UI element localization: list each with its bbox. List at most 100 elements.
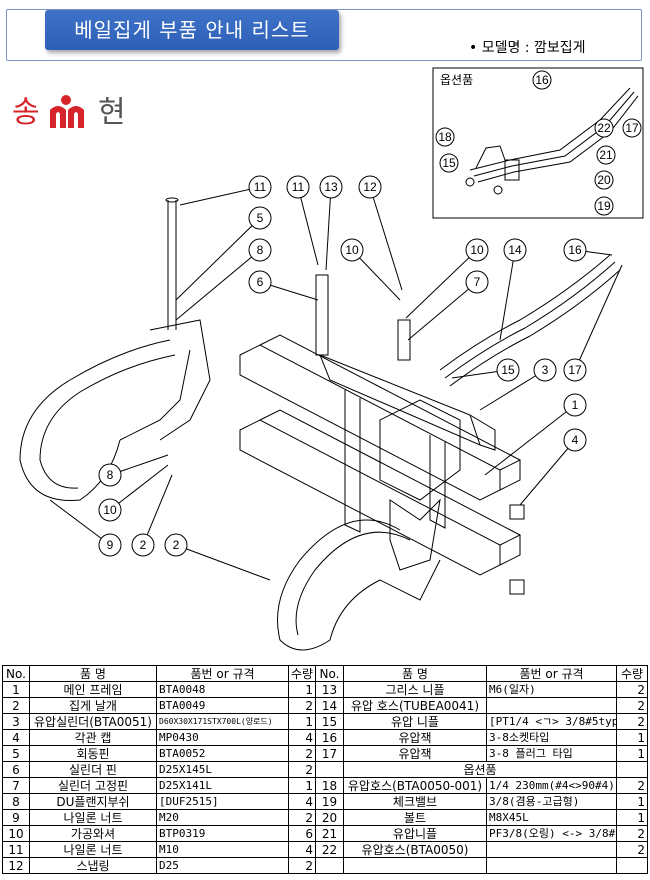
- table-row: 4 각관 캡 MP0430 4 16 유압잭 3-8소켓타입 1: [2, 729, 648, 746]
- callout-3: 3: [542, 363, 549, 377]
- callout-10a: 10: [345, 243, 359, 257]
- cell-no: 1: [2, 681, 30, 698]
- cell-no: 20: [315, 809, 344, 826]
- cell-name: 유압호스(BTA0050-001): [343, 777, 487, 794]
- cell-name: 유압 니플: [343, 713, 487, 730]
- cell-no: 6: [2, 761, 30, 778]
- cell-no: 3: [2, 713, 30, 730]
- callout-11a: 11: [254, 180, 267, 194]
- cell-qty: 2: [616, 697, 648, 714]
- table-row: 2 집게 날개 BTA0049 2 14 유압 호스(TUBEA0041) 2: [2, 697, 648, 714]
- opt-callout-21: 21: [599, 148, 613, 162]
- parts-table: No. 품 명 품번 or 규격 수량 No. 품 명 품번 or 규격 수량 …: [2, 665, 648, 874]
- table-row: 9 나일론 너트 M20 2 20 볼트 M8X45L 1: [2, 809, 648, 826]
- cell-code: M6(일자): [486, 681, 617, 698]
- header-code-left: 품번 or 규격: [156, 665, 289, 682]
- cell-name: 가공와셔: [29, 825, 157, 842]
- callout-5: 5: [257, 211, 264, 225]
- cell-code: M20: [156, 809, 289, 826]
- header-no-left: No.: [2, 665, 30, 682]
- callout-10b: 10: [470, 243, 484, 257]
- cell-qty: 1: [616, 729, 648, 746]
- cell-qty: 4: [288, 729, 316, 746]
- cell-no: 15: [315, 713, 344, 730]
- callout-8a: 8: [257, 243, 264, 257]
- cell-name: 유압호스(BTA0050): [343, 841, 487, 858]
- cell-qty: 1: [616, 809, 648, 826]
- cell-name: 체크밸브: [343, 793, 487, 810]
- header-no-right: No.: [315, 665, 344, 682]
- cell-qty: [616, 857, 648, 874]
- callout-11b: 11: [292, 180, 305, 194]
- cell-no: 4: [2, 729, 30, 746]
- cell-code: BTA0049: [156, 697, 289, 714]
- cell-code: D60X30X171STX700L(양로드): [156, 713, 289, 730]
- cell-name: 실린더 고정핀: [29, 777, 157, 794]
- cell-no: 18: [315, 777, 344, 794]
- cell-code: BTP0319: [156, 825, 289, 842]
- cell-no: 7: [2, 777, 30, 794]
- cell-no: 8: [2, 793, 30, 810]
- header-qty-left: 수량: [288, 665, 316, 682]
- callout-13: 13: [324, 180, 338, 194]
- table-row: 12 스냅링 D25 2: [2, 857, 648, 874]
- cell-no: 14: [315, 697, 344, 714]
- cell-qty: 4: [288, 841, 316, 858]
- cell-no: 13: [315, 681, 344, 698]
- cell-qty: 2: [288, 809, 316, 826]
- cell-no: 2: [2, 697, 30, 714]
- callout-2b: 2: [173, 538, 180, 552]
- cell-no: 10: [2, 825, 30, 842]
- cell-name: 메인 프레임: [29, 681, 157, 698]
- opt-callout-16: 16: [535, 73, 549, 87]
- table-header-row: No. 품 명 품번 or 규격 수량 No. 품 명 품번 or 규격 수량: [2, 665, 648, 682]
- cell-name: 유압잭: [343, 729, 487, 746]
- table-row: 3 유압실린더(BTA0051) D60X30X171STX700L(양로드) …: [2, 713, 648, 730]
- cell-name: 유압잭: [343, 745, 487, 762]
- option-box: [432, 67, 644, 219]
- table-row: 6 실린더 핀 D25X145L 2 옵션품: [2, 761, 648, 778]
- cell-qty: 4: [288, 793, 316, 810]
- option-section-label: 옵션품: [343, 761, 617, 778]
- opt-callout-17: 17: [625, 121, 639, 135]
- cell-code: 3-8소켓타입: [486, 729, 617, 746]
- cell-code: M10: [156, 841, 289, 858]
- cell-name: 그리스 니플: [343, 681, 487, 698]
- callout-10c: 10: [103, 503, 117, 517]
- cell-name: 나일론 너트: [29, 841, 157, 858]
- opt-callout-22: 22: [597, 121, 611, 135]
- option-callouts: 16 22 17 18 15 21 20 19: [435, 70, 642, 216]
- cell-name: 유압 호스(TUBEA0041): [343, 697, 487, 714]
- logo-mark-icon: [50, 95, 84, 128]
- cell-code: M8X45L: [486, 809, 617, 826]
- callout-16: 16: [568, 243, 582, 257]
- cell-qty: 6: [288, 825, 316, 842]
- header-qty-right: 수량: [616, 665, 648, 682]
- cell-code: [486, 841, 617, 858]
- cell-qty: 1: [288, 777, 316, 794]
- callout-9: 2: [140, 538, 147, 552]
- option-label: 옵션품: [440, 73, 473, 87]
- company-logo: 송 현: [12, 95, 126, 130]
- cell-no: 22: [315, 841, 344, 858]
- cell-qty: 2: [288, 697, 316, 714]
- cell-no: [315, 857, 344, 874]
- table-row: 1 메인 프레임 BTA0048 1 13 그리스 니플 M6(일자) 2: [2, 681, 648, 698]
- cell-name: 각관 캡: [29, 729, 157, 746]
- cell-code: [DUF2515]: [156, 793, 289, 810]
- cell-qty: [616, 761, 648, 778]
- cell-qty: 2: [616, 681, 648, 698]
- cell-no: 19: [315, 793, 344, 810]
- callout-8b: 8: [107, 468, 114, 482]
- cell-code: D25X145L: [156, 761, 289, 778]
- cell-code: 3/8(겸용-고급형): [486, 793, 617, 810]
- cell-qty: 2: [288, 761, 316, 778]
- page-title: 베일집게 부품 안내 리스트: [45, 10, 339, 50]
- title-frame: 베일집게 부품 안내 리스트 • 모델명 : 깜보집게: [6, 9, 642, 61]
- cell-code: BTA0052: [156, 745, 289, 762]
- callout-7: 7: [474, 275, 481, 289]
- callout-14: 14: [508, 243, 522, 257]
- header-code-right: 품번 or 규격: [486, 665, 617, 682]
- callout-2a: 9: [107, 538, 114, 552]
- cell-name: DU플랜지부쉬: [29, 793, 157, 810]
